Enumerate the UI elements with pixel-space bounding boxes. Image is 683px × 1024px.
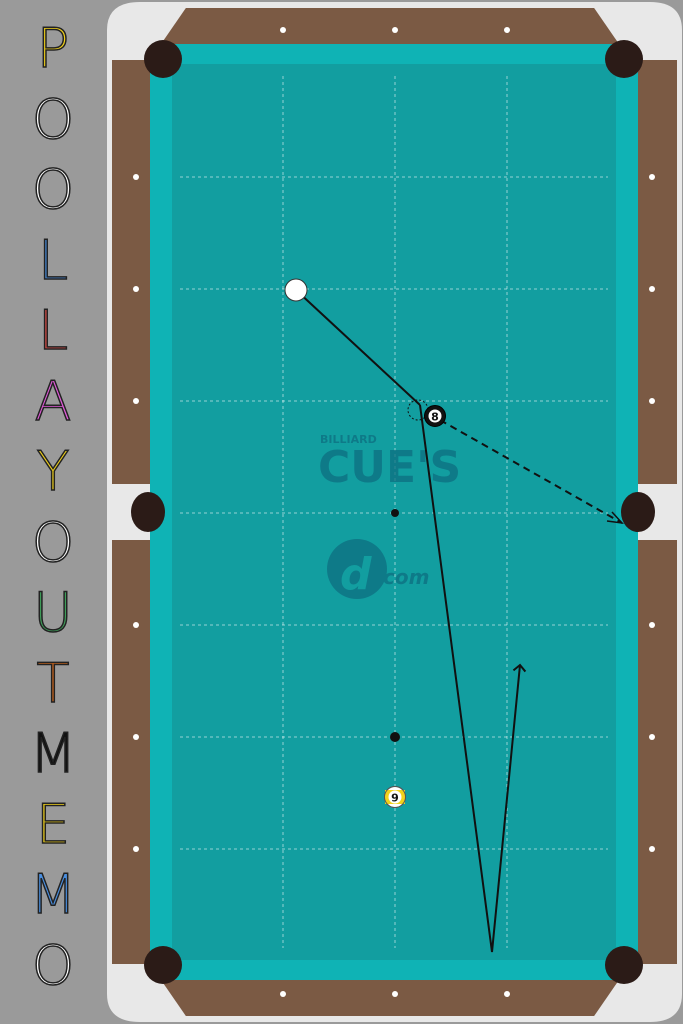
pool-table: BILLIARD CUE'S d com 8 bbox=[106, 0, 683, 1024]
watermark-logo-text: com bbox=[383, 565, 429, 589]
eight-ball-label: 8 bbox=[431, 411, 439, 424]
pocket-top-right bbox=[605, 40, 643, 78]
nine-ball: 9 bbox=[384, 786, 406, 808]
corner-plates bbox=[107, 2, 682, 1022]
pocket-bottom-right bbox=[605, 946, 643, 984]
pocket-side-right bbox=[621, 492, 655, 532]
watermark-logo: BILLIARD CUE'S d com bbox=[318, 433, 461, 600]
title-letter: M bbox=[29, 722, 77, 785]
title-letter: L bbox=[37, 228, 69, 292]
title-letter: A bbox=[34, 369, 72, 433]
title-letter: O bbox=[31, 87, 75, 151]
title-letter: M bbox=[29, 863, 77, 926]
rail-diamonds bbox=[133, 27, 655, 997]
title-letter: O bbox=[31, 510, 75, 574]
svg-text:d: d bbox=[340, 549, 372, 600]
pool-table-diagram: BILLIARD CUE'S d com 8 bbox=[107, 2, 682, 1022]
pocket-bottom-left bbox=[144, 946, 182, 984]
title-letter: U bbox=[32, 581, 73, 644]
cue-path-line bbox=[295, 289, 421, 406]
title-letter: O bbox=[31, 158, 75, 221]
title-letter: L bbox=[37, 299, 69, 362]
watermark-circle-icon bbox=[327, 539, 387, 599]
object-ball-path bbox=[439, 419, 623, 524]
title-letter: T bbox=[36, 651, 71, 715]
watermark-small-text: BILLIARD bbox=[320, 433, 377, 446]
title-letter: Y bbox=[36, 440, 71, 503]
title-letter: P bbox=[36, 17, 70, 80]
watermark-main-text: CUE'S bbox=[318, 442, 461, 493]
pocket-side-left bbox=[131, 492, 165, 532]
shot-lines bbox=[295, 289, 624, 953]
eight-ball: 8 bbox=[424, 405, 446, 427]
nine-ball-label: 9 bbox=[391, 792, 399, 805]
spot-foot bbox=[390, 732, 400, 742]
pocket-top-left bbox=[144, 40, 182, 78]
cue-ball bbox=[284, 278, 308, 302]
spot-center bbox=[391, 509, 399, 517]
title-letter: E bbox=[35, 792, 71, 856]
pockets bbox=[131, 40, 655, 984]
cue-ball-after-path bbox=[419, 404, 527, 953]
title-letter: O bbox=[31, 933, 75, 997]
